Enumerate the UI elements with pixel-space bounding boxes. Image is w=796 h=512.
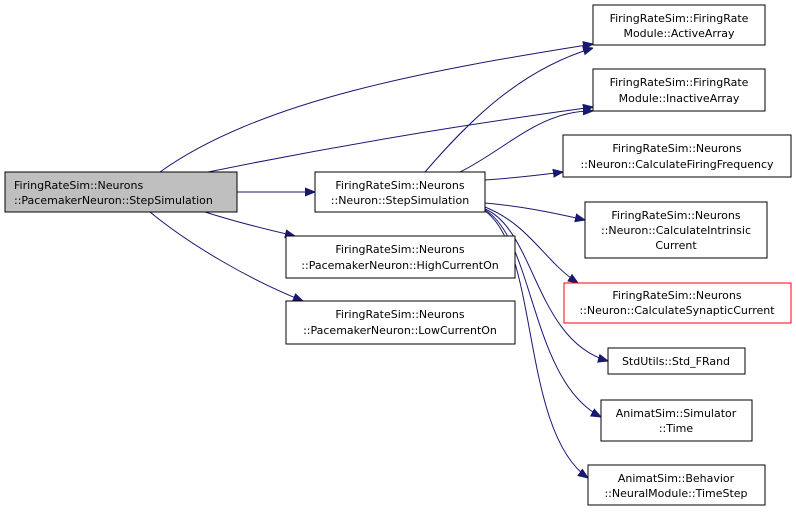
node-std-frand-line-1: StdUtils::Std_FRand (622, 355, 730, 368)
node-neural-module-time-step[interactable]: AnimatSim::Behavior ::NeuralModule::Time… (587, 464, 766, 506)
node-high-current-line-2: ::PacemakerNeuron::HighCurrentOn (301, 259, 498, 272)
node-inactive-array[interactable]: FiringRateSim::FiringRate Module::Inacti… (592, 68, 766, 112)
node-sim-time-line-2: ::Time (659, 422, 694, 435)
node-low-current-line-2: ::PacemakerNeuron::LowCurrentOn (303, 324, 497, 337)
node-time-step-line-2: ::NeuralModule::TimeStep (604, 487, 747, 500)
node-root-line-1: FiringRateSim::Neurons (14, 179, 143, 192)
node-std-frand[interactable]: StdUtils::Std_FRand (607, 347, 746, 375)
node-inactive-array-line-2: Module::InactiveArray (619, 92, 740, 105)
edge-step-to-calc-synaptic (484, 206, 578, 283)
edge-root-to-inactive-array (159, 107, 593, 183)
node-calc-intrinsic-box (584, 201, 768, 259)
edge-root-to-active-array (159, 44, 593, 173)
node-neuron-step-line-1: FiringRateSim::Neurons (335, 179, 464, 192)
node-root[interactable]: FiringRateSim::Neurons ::PacemakerNeuron… (4, 171, 238, 213)
node-calc-firing-freq-box (562, 134, 792, 178)
node-active-array-box (592, 4, 766, 46)
node-calculate-intrinsic-current[interactable]: FiringRateSim::Neurons ::Neuron::Calcula… (584, 201, 768, 259)
node-time-step-box (587, 464, 766, 506)
node-calc-synaptic-box (563, 282, 792, 324)
edge-step-to-inactive-array (459, 111, 593, 173)
node-std-frand-box (607, 347, 746, 375)
edge-step-to-sim-time (484, 209, 601, 417)
node-inactive-array-line-1: FiringRateSim::FiringRate (610, 76, 749, 89)
node-calc-intrinsic-line-1: FiringRateSim::Neurons (611, 209, 740, 222)
node-calc-firing-freq-line-1: FiringRateSim::Neurons (612, 142, 741, 155)
edge-step-to-time-step (484, 210, 588, 478)
node-time-step-line-1: AnimatSim::Behavior (618, 472, 735, 485)
node-calc-synaptic-line-2: ::Neuron::CalculateSynapticCurrent (579, 304, 775, 317)
edge-step-to-calc-intrinsic (484, 202, 585, 220)
node-neuron-step-simulation[interactable]: FiringRateSim::Neurons ::Neuron::StepSim… (314, 171, 486, 213)
node-high-current-line-1: FiringRateSim::Neurons (335, 243, 464, 256)
edge-step-to-active-array (424, 48, 593, 173)
node-root-line-2: ::PacemakerNeuron::StepSimulation (14, 194, 213, 207)
node-root-box (4, 171, 238, 213)
node-calc-firing-freq-line-2: ::Neuron::CalculateFiringFrequency (580, 158, 774, 171)
node-high-current-on[interactable]: FiringRateSim::Neurons ::PacemakerNeuron… (285, 235, 516, 279)
edge-step-to-calc-firing-freq (484, 172, 563, 181)
node-simulator-time[interactable]: AnimatSim::Simulator ::Time (600, 399, 753, 442)
node-sim-time-line-1: AnimatSim::Simulator (616, 407, 737, 420)
node-neuron-step-box (314, 171, 486, 213)
edge-root-to-high-current (204, 211, 295, 236)
node-neuron-step-line-2: ::Neuron::StepSimulation (331, 194, 469, 207)
node-calculate-synaptic-current[interactable]: FiringRateSim::Neurons ::Neuron::Calcula… (563, 282, 792, 324)
node-calculate-firing-frequency[interactable]: FiringRateSim::Neurons ::Neuron::Calcula… (562, 134, 792, 178)
node-low-current-box (285, 300, 516, 345)
node-inactive-array-box (592, 68, 766, 112)
node-calc-intrinsic-line-2: ::Neuron::CalculateIntrinsic (601, 224, 751, 237)
edges (149, 44, 608, 478)
node-active-array[interactable]: FiringRateSim::FiringRate Module::Active… (592, 4, 766, 46)
node-active-array-line-1: FiringRateSim::FiringRate (610, 12, 749, 25)
node-sim-time-box (600, 399, 753, 442)
edge-step-to-std-frand (484, 208, 608, 361)
node-low-current-line-1: FiringRateSim::Neurons (335, 308, 464, 321)
edge-root-to-low-current (149, 211, 303, 301)
node-calc-synaptic-line-1: FiringRateSim::Neurons (612, 289, 741, 302)
node-active-array-line-2: Module::ActiveArray (623, 27, 735, 40)
node-calc-intrinsic-line-3: Current (655, 239, 697, 252)
node-low-current-on[interactable]: FiringRateSim::Neurons ::PacemakerNeuron… (285, 300, 516, 345)
node-high-current-box (285, 235, 516, 279)
